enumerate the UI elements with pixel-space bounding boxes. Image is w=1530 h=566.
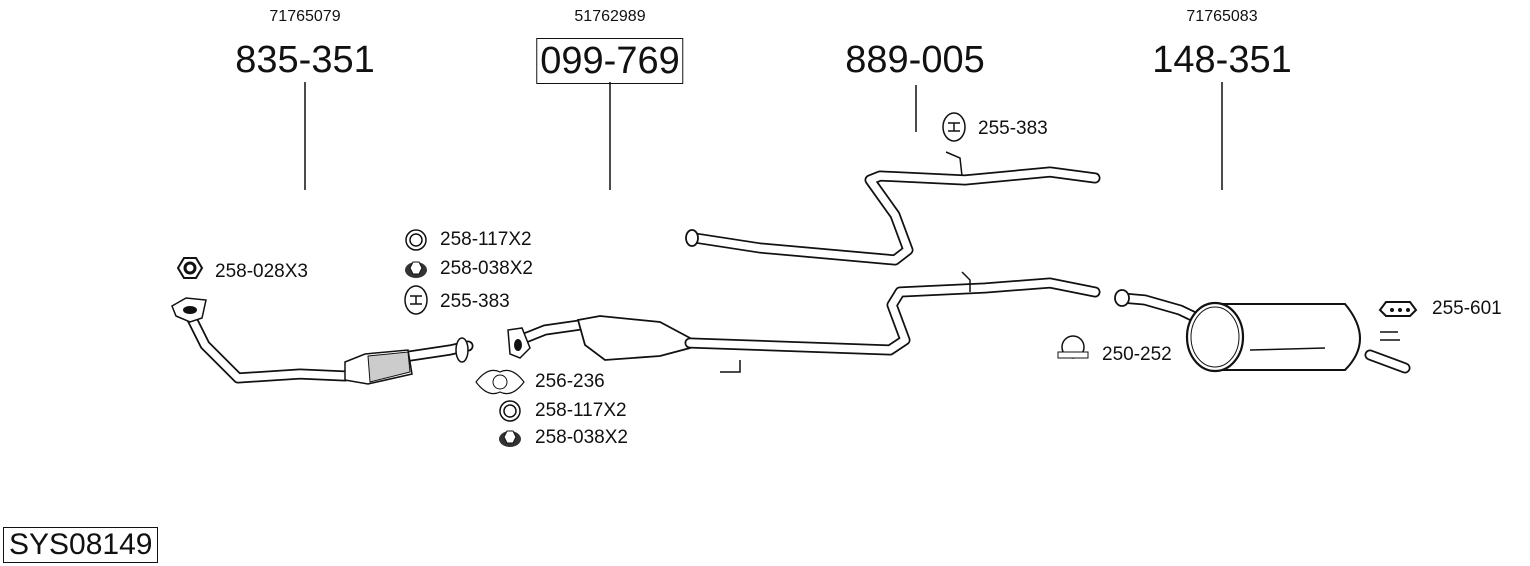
gasket-icon	[475, 369, 525, 395]
oem-number: 71765079	[269, 8, 341, 25]
accessory-label[interactable]: 255-383	[978, 118, 1048, 139]
accessory-label[interactable]: 255-383	[440, 291, 510, 312]
accessory-label[interactable]: 258-117X2	[535, 400, 627, 421]
rubber-hanger-icon	[404, 285, 428, 315]
front-pipe-drawing	[171, 297, 474, 385]
clamp-icon	[1057, 335, 1089, 359]
accessory-label[interactable]: 258-028X3	[215, 261, 308, 282]
rubber-hanger-icon	[942, 112, 966, 142]
part-number[interactable]: 835-351	[235, 39, 375, 81]
oem-number: 71765083	[1186, 8, 1258, 25]
bracket-icon	[1378, 301, 1418, 317]
rear-muffler-drawing	[1114, 289, 1411, 374]
system-id: SYS08149	[3, 527, 159, 563]
catalyst-drawing	[507, 271, 1101, 373]
part-number-selected[interactable]: 099-769	[536, 38, 684, 84]
accessory-label[interactable]: 250-252	[1102, 344, 1172, 365]
ring-icon	[499, 400, 521, 422]
accessory-label[interactable]: 256-236	[535, 371, 605, 392]
hex-nut-icon	[176, 257, 204, 279]
accessory-label[interactable]: 255-601	[1432, 298, 1502, 319]
part-number[interactable]: 889-005	[845, 39, 985, 81]
accessory-label[interactable]: 258-038X2	[440, 258, 533, 279]
accessory-label[interactable]: 258-117X2	[440, 229, 532, 250]
middle-pipe-drawing	[685, 151, 1101, 266]
accessory-label[interactable]: 258-038X2	[535, 427, 628, 448]
oem-number: 51762989	[574, 8, 646, 25]
ring-icon	[405, 229, 427, 251]
flange-nut-icon	[499, 430, 521, 447]
flange-nut-icon	[405, 261, 427, 278]
part-number[interactable]: 148-351	[1152, 39, 1292, 81]
